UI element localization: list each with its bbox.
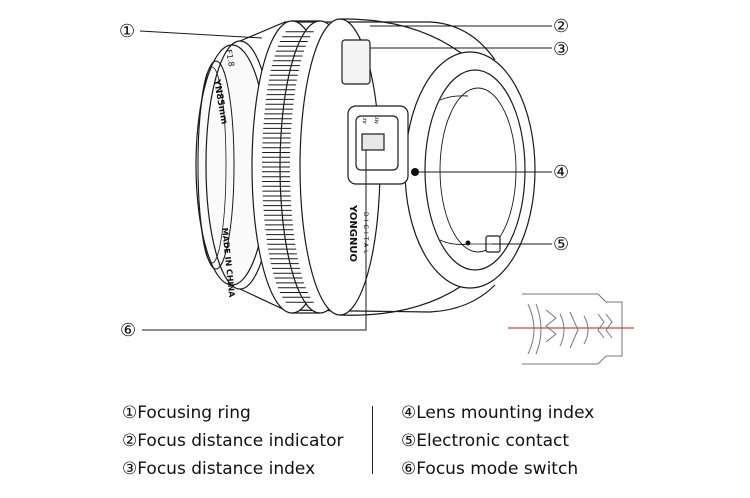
- legend-label: Focus mode switch: [416, 459, 579, 479]
- lens-illustration: [195, 18, 536, 316]
- legend-item-focus-mode-switch: ⑥Focus mode switch: [401, 459, 578, 479]
- callout-marker-1: ①: [119, 21, 135, 42]
- switch-mf-label: MF: [374, 116, 381, 124]
- callout-marker-5: ⑤: [553, 234, 569, 255]
- legend-label: Focus distance index: [137, 459, 316, 479]
- callout-marker-2: ②: [553, 16, 569, 37]
- legend-marker: ④: [401, 403, 417, 423]
- legend-marker: ①: [122, 403, 138, 423]
- callout-marker-6: ⑥: [120, 320, 136, 341]
- lens-aperture-text: F1.8: [224, 49, 236, 68]
- focusing-ring-ribs: [262, 31, 314, 303]
- legend-marker: ③: [122, 459, 138, 479]
- callout-line-6: [142, 150, 367, 331]
- legend-label: Focus distance indicator: [137, 431, 344, 451]
- callout-marker-3: ③: [553, 39, 569, 60]
- legend-item-focus-distance-indicator: ②Focus distance indicator: [122, 431, 343, 451]
- legend-marker: ⑥: [401, 459, 417, 479]
- legend-marker: ②: [122, 431, 138, 451]
- legend-label: Focusing ring: [137, 403, 251, 423]
- legend-item-focus-distance-index: ③Focus distance index: [122, 459, 315, 479]
- callout-line-1: [139, 30, 263, 39]
- legend-item-electronic-contact: ⑤Electronic contact: [401, 431, 569, 451]
- legend-label: Lens mounting index: [416, 403, 595, 423]
- switch-af-label: AF: [362, 117, 369, 124]
- legend-item-focusing-ring: ①Focusing ring: [122, 403, 251, 423]
- lens-brand-text: YONGNUO: [347, 204, 358, 262]
- legend-label: Electronic contact: [416, 431, 570, 451]
- legend-item-lens-mounting-index: ④Lens mounting index: [401, 403, 594, 423]
- callout-marker-4: ④: [553, 162, 569, 183]
- lens-cross-section-inset: [522, 293, 623, 365]
- callout-lines: [139, 25, 552, 331]
- lens-diagram: YN85mm F1.8 MADE IN CHINA YONGNUO DIGITA…: [119, 16, 634, 365]
- legend-divider: [372, 406, 373, 474]
- legend-marker: ⑤: [401, 431, 417, 451]
